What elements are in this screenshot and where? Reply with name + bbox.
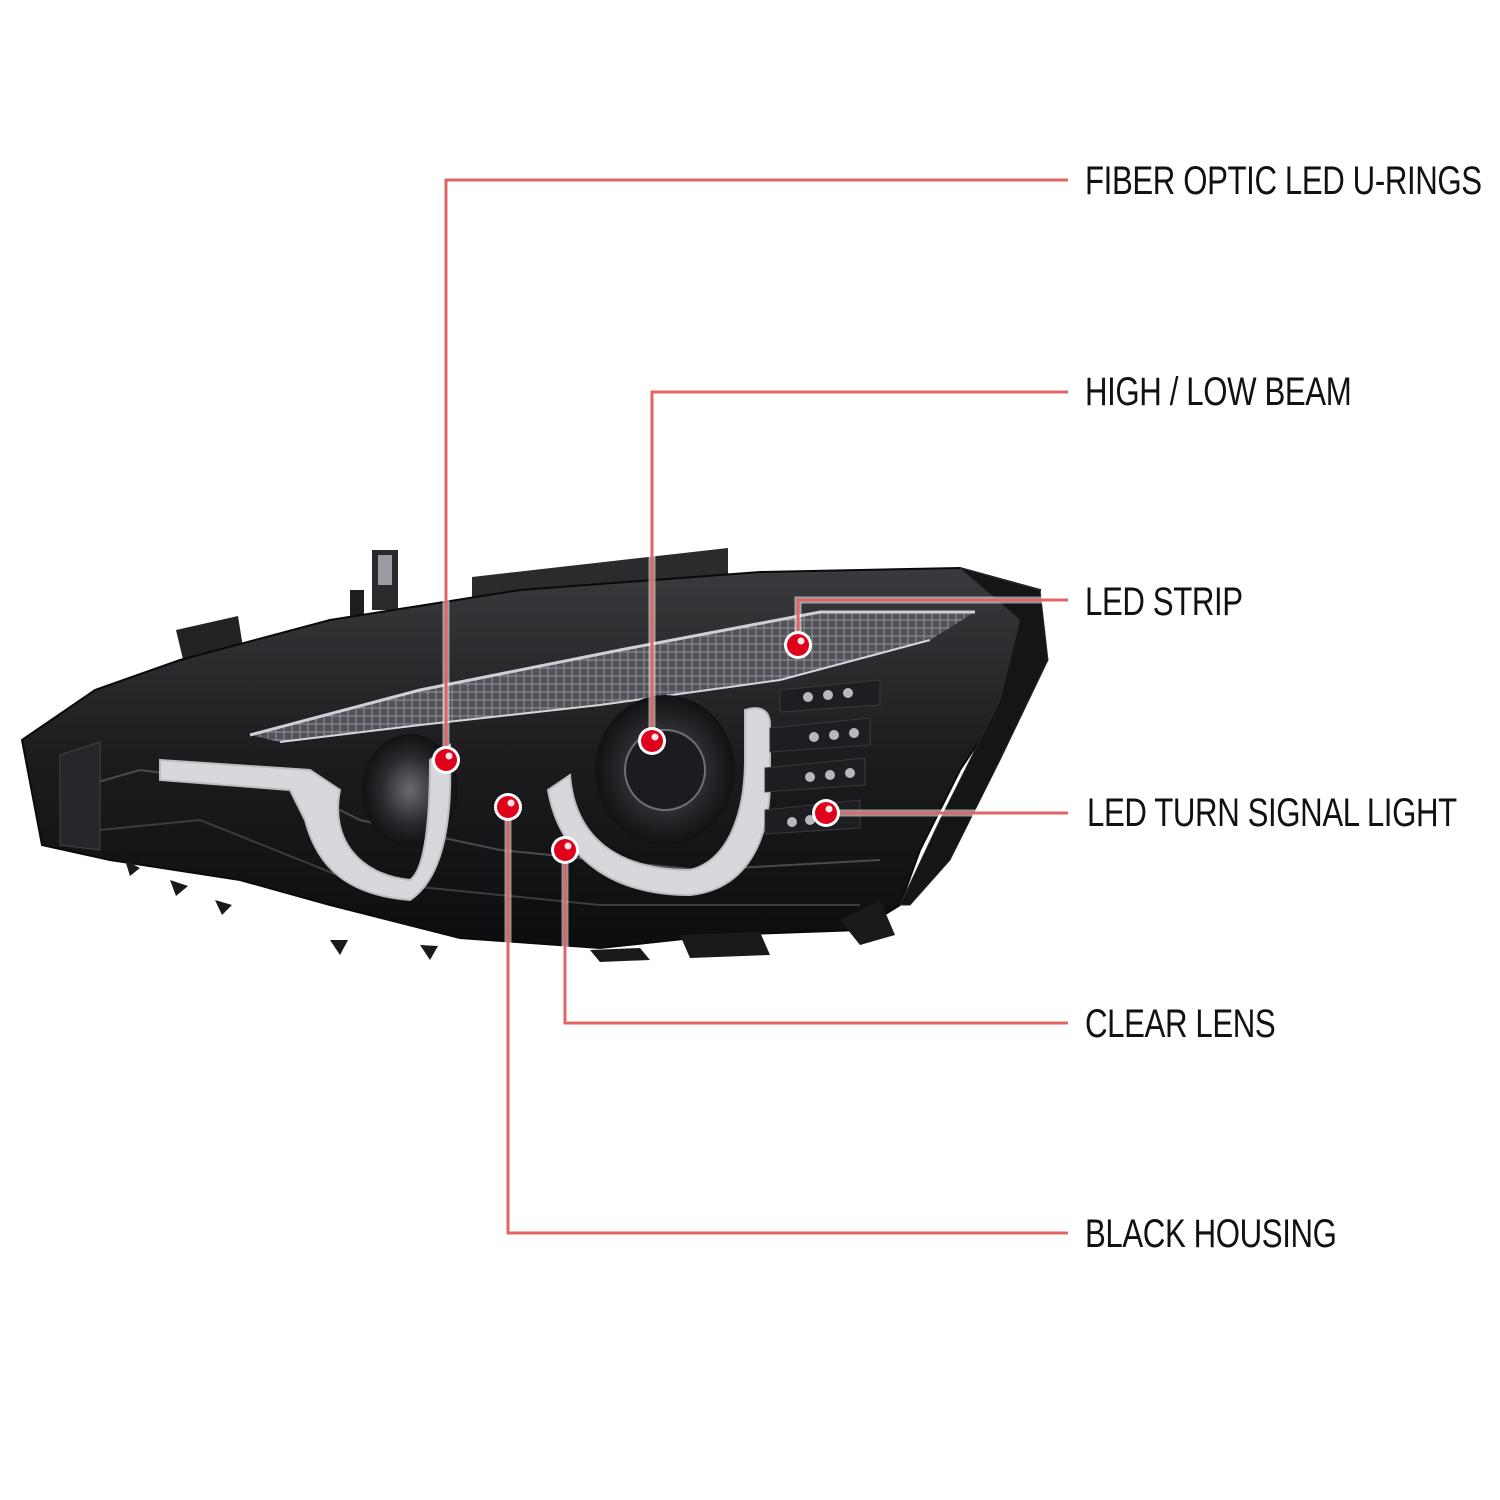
label-clear-lens: CLEAR LENS [1085,1002,1276,1046]
callout-line-fiber-optic-led-u-rings [444,178,1068,760]
label-high-low-beam: HIGH / LOW BEAM [1085,370,1352,414]
label-led-strip: LED STRIP [1085,580,1243,624]
bottom-clips [125,860,895,962]
label-led-turn-signal-light: LED TURN SIGNAL LIGHT [1087,791,1457,835]
center-u-ring [546,707,771,897]
callout-line-black-housing [506,807,1068,1235]
label-black-housing: BLACK HOUSING [1085,1212,1337,1256]
callout-lines [442,176,1068,1237]
callout-marker-fiber-optic-led-u-rings [432,746,460,774]
callout-marker-led-turn-signal-light [812,799,840,827]
label-fiber-optic-led-u-rings: FIBER OPTIC LED U-RINGS [1085,159,1482,203]
callout-line-clear-lens [563,850,1068,1025]
callout-marker-high-low-beam [638,727,666,755]
callout-line-high-low-beam [650,390,1068,741]
callout-markers [432,631,840,864]
callout-marker-clear-lens [551,836,579,864]
callout-marker-black-housing [494,793,522,821]
callout-line-led-strip [796,598,1068,645]
callout-marker-led-strip [784,631,812,659]
